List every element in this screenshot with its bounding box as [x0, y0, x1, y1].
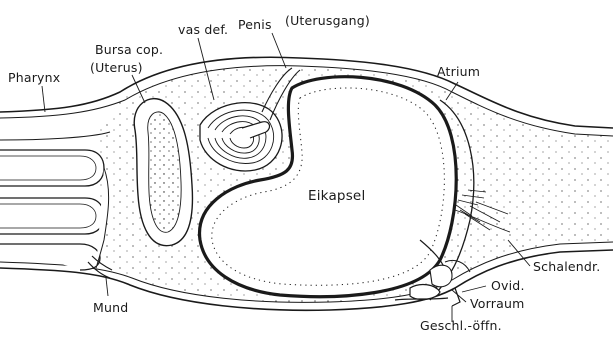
label-mund: Mund: [93, 300, 128, 315]
label-uterus: (Uterus): [90, 60, 143, 75]
leader-mund: [106, 278, 108, 296]
label-bursa-cop: Bursa cop.: [95, 42, 163, 57]
label-penis: Penis: [238, 17, 272, 32]
label-pharynx: Pharynx: [8, 70, 60, 85]
label-vas-def: vas def.: [178, 22, 228, 37]
label-vorraum: Vorraum: [470, 296, 524, 311]
pharynx-folds: [0, 132, 110, 270]
label-eikapsel: Eikapsel: [308, 188, 365, 204]
leader-penis: [272, 33, 286, 68]
label-schalendr: Schalendr.: [533, 259, 600, 274]
leader-pharynx: [42, 86, 45, 112]
leader-ovid: [462, 286, 486, 292]
label-uterusgang: (Uterusgang): [285, 13, 370, 28]
label-geschl-offn: Geschl.-öffn.: [420, 318, 502, 333]
label-ovid: Ovid.: [491, 278, 525, 293]
label-atrium: Atrium: [437, 64, 480, 79]
